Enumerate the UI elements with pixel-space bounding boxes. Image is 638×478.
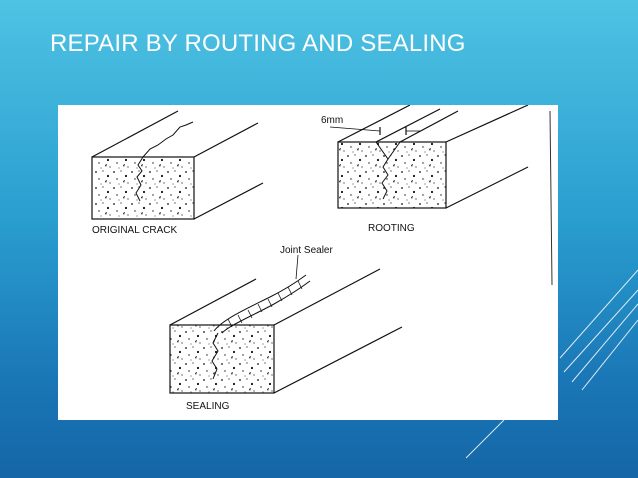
joint-sealer-label: Joint Sealer (280, 245, 333, 256)
rooting-block (329, 105, 529, 209)
sealing-block (169, 254, 403, 394)
diagram-panel: ORIGINAL CRACK 6mm ROOTING (58, 105, 558, 420)
dimension-label: 6mm (321, 115, 343, 126)
original-crack-block (91, 110, 264, 220)
original-crack-label: ORIGINAL CRACK (92, 225, 178, 236)
panel-edge-line (549, 110, 553, 286)
sealing-label: SEALING (186, 401, 230, 412)
slide-title: REPAIR BY ROUTING AND SEALING (50, 30, 466, 57)
diagram-svg: ORIGINAL CRACK 6mm ROOTING (91, 105, 553, 412)
rooting-label: ROOTING (368, 223, 415, 234)
